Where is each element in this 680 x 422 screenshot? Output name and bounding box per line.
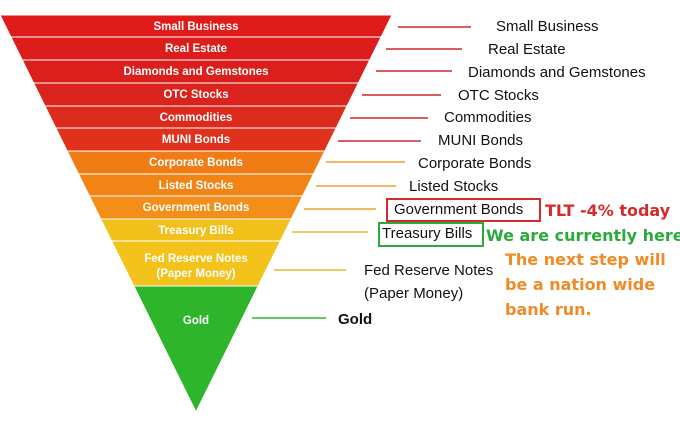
treasury-bills-highlight-box (378, 222, 484, 247)
current-position-annotation: We are currently here (486, 226, 680, 245)
side-label-corporate-bonds: Corporate Bonds (418, 155, 532, 172)
tier-label-listed-stocks: Listed Stocks (158, 180, 234, 192)
tier-label-small-business: Small Business (153, 21, 239, 33)
side-label-real-estate: Real Estate (488, 41, 566, 58)
tier-label-fed-notes-line1: Fed Reserve Notes (144, 253, 248, 265)
side-label-otc-stocks: OTC Stocks (458, 87, 539, 104)
tlt-annotation: TLT -4% today (545, 201, 671, 220)
side-label-small-business: Small Business (496, 18, 599, 35)
tier-band-gold (132, 285, 260, 414)
tier-label-commodities: Commodities (159, 112, 233, 124)
side-label-fed-notes-line2: (Paper Money) (364, 285, 464, 302)
side-label-treasury-bills: Treasury Bills (382, 225, 473, 242)
tier-label-treasury-bills: Treasury Bills (158, 225, 234, 237)
side-label-muni-bonds: MUNI Bonds (438, 132, 524, 149)
tier-label-real-estate: Real Estate (164, 43, 227, 55)
government-bonds-highlight-box (386, 198, 541, 222)
side-label-gold: Gold (338, 311, 373, 328)
tier-label-muni-bonds: MUNI Bonds (161, 134, 231, 146)
next-step-line1: The next step will (505, 250, 666, 269)
tier-label-corporate-bonds: Corporate Bonds (149, 157, 243, 169)
tier-label-diamonds: Diamonds and Gemstones (123, 66, 269, 78)
next-step-line3: bank run. (505, 300, 592, 319)
tier-label-fed-notes-line2: (Paper Money) (156, 268, 236, 280)
side-label-diamonds: Diamonds and Gemstones (468, 64, 646, 81)
tier-label-government-bonds: Government Bonds (142, 202, 250, 214)
side-label-listed-stocks: Listed Stocks (409, 178, 499, 195)
tier-label-otc-stocks: OTC Stocks (163, 89, 229, 101)
side-label-fed-notes-line1: Fed Reserve Notes (364, 262, 494, 279)
side-label-government-bonds: Government Bonds (394, 201, 524, 218)
next-step-line2: be a nation wide (505, 275, 656, 294)
side-label-commodities: Commodities (444, 109, 532, 126)
tier-label-gold: Gold (182, 315, 210, 327)
